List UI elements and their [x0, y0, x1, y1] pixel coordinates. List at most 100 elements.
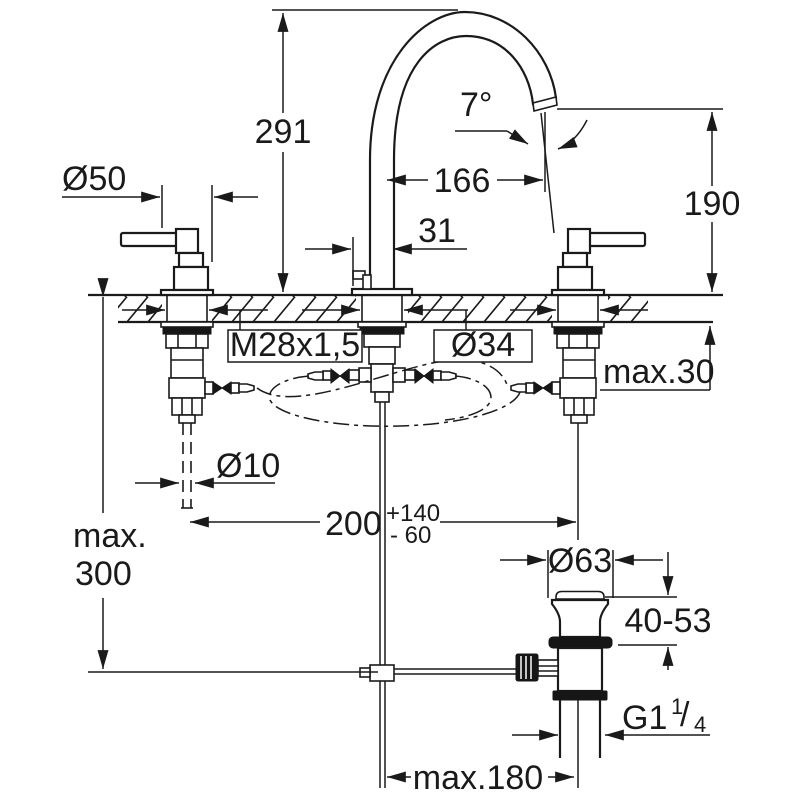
dim-label-m28: M28x1,5: [230, 326, 360, 364]
left-handle-base-plate: [159, 288, 215, 297]
dim-handle-spacing-200: 200 +140 - 60: [190, 500, 576, 549]
popup-waste-drain: [515, 590, 613, 788]
right-handle: [550, 227, 647, 322]
dim-label-200: 200: [325, 505, 382, 543]
dim-label-40-53: 40-53: [625, 602, 712, 640]
right-valve-underdeck: [510, 321, 605, 540]
right-valve-lower-body: [559, 377, 597, 399]
dim-label-300: 300: [75, 555, 132, 593]
center-locknut: [363, 333, 401, 348]
dim-pipe-dia-10: Ø10: [135, 447, 280, 489]
dim-label-dia63: Ø63: [548, 542, 612, 580]
deck-hatch-segment: [608, 296, 648, 321]
tee-right-fitting: [432, 370, 442, 381]
dim-label-dia34: Ø34: [451, 326, 515, 364]
center-tee-block: [370, 363, 394, 393]
left-valve-underdeck: [160, 321, 255, 509]
hose-curl: [444, 375, 492, 421]
drain-knob-stem: [537, 659, 559, 677]
dim-drain-range-40-53: 40-53: [605, 552, 711, 670]
tee-left-nipple: [307, 371, 324, 381]
tee-left-fitting: [358, 367, 372, 383]
m28-label-box: [227, 329, 363, 363]
left-washer: [160, 321, 214, 328]
dim-drain-offset-max180: max.180: [387, 759, 574, 797]
right-port-coupling: [533, 381, 553, 395]
dim-rod-length-max300: max. 300: [73, 278, 378, 673]
drain-gasket: [548, 636, 613, 649]
right-handle-upper-body: [561, 251, 589, 269]
left-handle: [119, 227, 215, 322]
dim-label-31: 31: [418, 212, 456, 250]
dim-drain-dia-63: Ø63: [500, 542, 663, 598]
left-seal-ring: [162, 326, 212, 335]
dim-label-291: 291: [255, 113, 312, 151]
deck-hatch-segment: [408, 296, 552, 321]
deck-hatch-segment: [118, 296, 162, 321]
dim-handle-dia-50: Ø50: [62, 160, 258, 262]
stream-angle-line: [540, 112, 555, 234]
dim-drain-thread-g114: G1 1 / 4: [512, 694, 710, 741]
right-seal-ring: [553, 326, 603, 335]
dim-label-g1-numerator: 1: [671, 694, 683, 719]
dim-label-max180: max.180: [413, 759, 543, 797]
tee-left-fitting: [348, 369, 360, 381]
popup-pull-rod: [359, 402, 518, 788]
leader-arrow: [506, 129, 529, 145]
dim-label-190: 190: [684, 185, 741, 223]
dim-label-dia50: Ø50: [62, 160, 126, 198]
left-lever-post: [174, 227, 200, 255]
drain-flange-ring: [552, 690, 608, 701]
hose-loop: [268, 375, 521, 427]
right-washer: [551, 321, 605, 328]
drain-knurled-knob: [515, 653, 539, 682]
deck-hole-annotations: M28x1,5 Ø34: [122, 304, 648, 364]
dim-spout-height-291: 291: [255, 9, 458, 292]
left-lever: [119, 231, 180, 248]
tee-right-coupling: [414, 367, 434, 385]
dim-label-dia10: Ø10: [216, 447, 280, 485]
right-lever: [586, 231, 647, 248]
right-handle-base-plate: [550, 288, 606, 297]
dim-label-tol-minus: - 60: [390, 522, 431, 549]
left-port-nipple: [238, 383, 255, 393]
center-washer: [357, 321, 407, 328]
dia34-label-box: [433, 329, 533, 363]
spout-escutcheon: [350, 287, 414, 297]
spout-body: [368, 10, 558, 289]
dim-outlet-height-190: 190: [557, 108, 741, 292]
deck-hatch-segment: [212, 296, 356, 321]
angle-arc-arrow: [557, 119, 588, 150]
right-bottom-nut: [563, 397, 595, 416]
tee-right-fitting: [404, 369, 416, 381]
tee-left-fitting: [322, 370, 332, 381]
dim-rod-offset-31: 31: [305, 212, 467, 286]
annotation-stream-angle-7deg: 7°: [455, 86, 588, 150]
dim-label-max30: max.30: [603, 353, 715, 391]
spout-aerator: [532, 95, 558, 113]
right-locknut: [556, 333, 600, 349]
right-port-nipple: [510, 383, 527, 393]
left-bottom-nut: [171, 397, 203, 416]
dim-deck-thickness-max30: max.30: [600, 326, 716, 391]
left-port-fitting: [230, 382, 240, 394]
left-handle-upper-body: [177, 251, 205, 269]
left-valve-body: [170, 347, 204, 379]
right-lever-post: [566, 227, 592, 255]
dim-label-g1-slash: /: [680, 696, 690, 734]
drain-body: [556, 646, 604, 693]
right-pipe-neck: [570, 414, 588, 424]
left-valve-lower-body: [168, 377, 206, 399]
dim-label-166: 166: [434, 162, 491, 200]
dim-label-g1: G1: [622, 699, 667, 737]
tee-left-coupling: [330, 367, 350, 385]
left-handle-body: [172, 265, 210, 292]
right-port-stem: [551, 381, 561, 395]
tee-right-nipple: [440, 371, 457, 381]
left-port-coupling: [212, 381, 232, 395]
right-handle-body: [556, 265, 594, 292]
countertop-deck: [88, 293, 723, 324]
left-locknut: [165, 333, 209, 349]
